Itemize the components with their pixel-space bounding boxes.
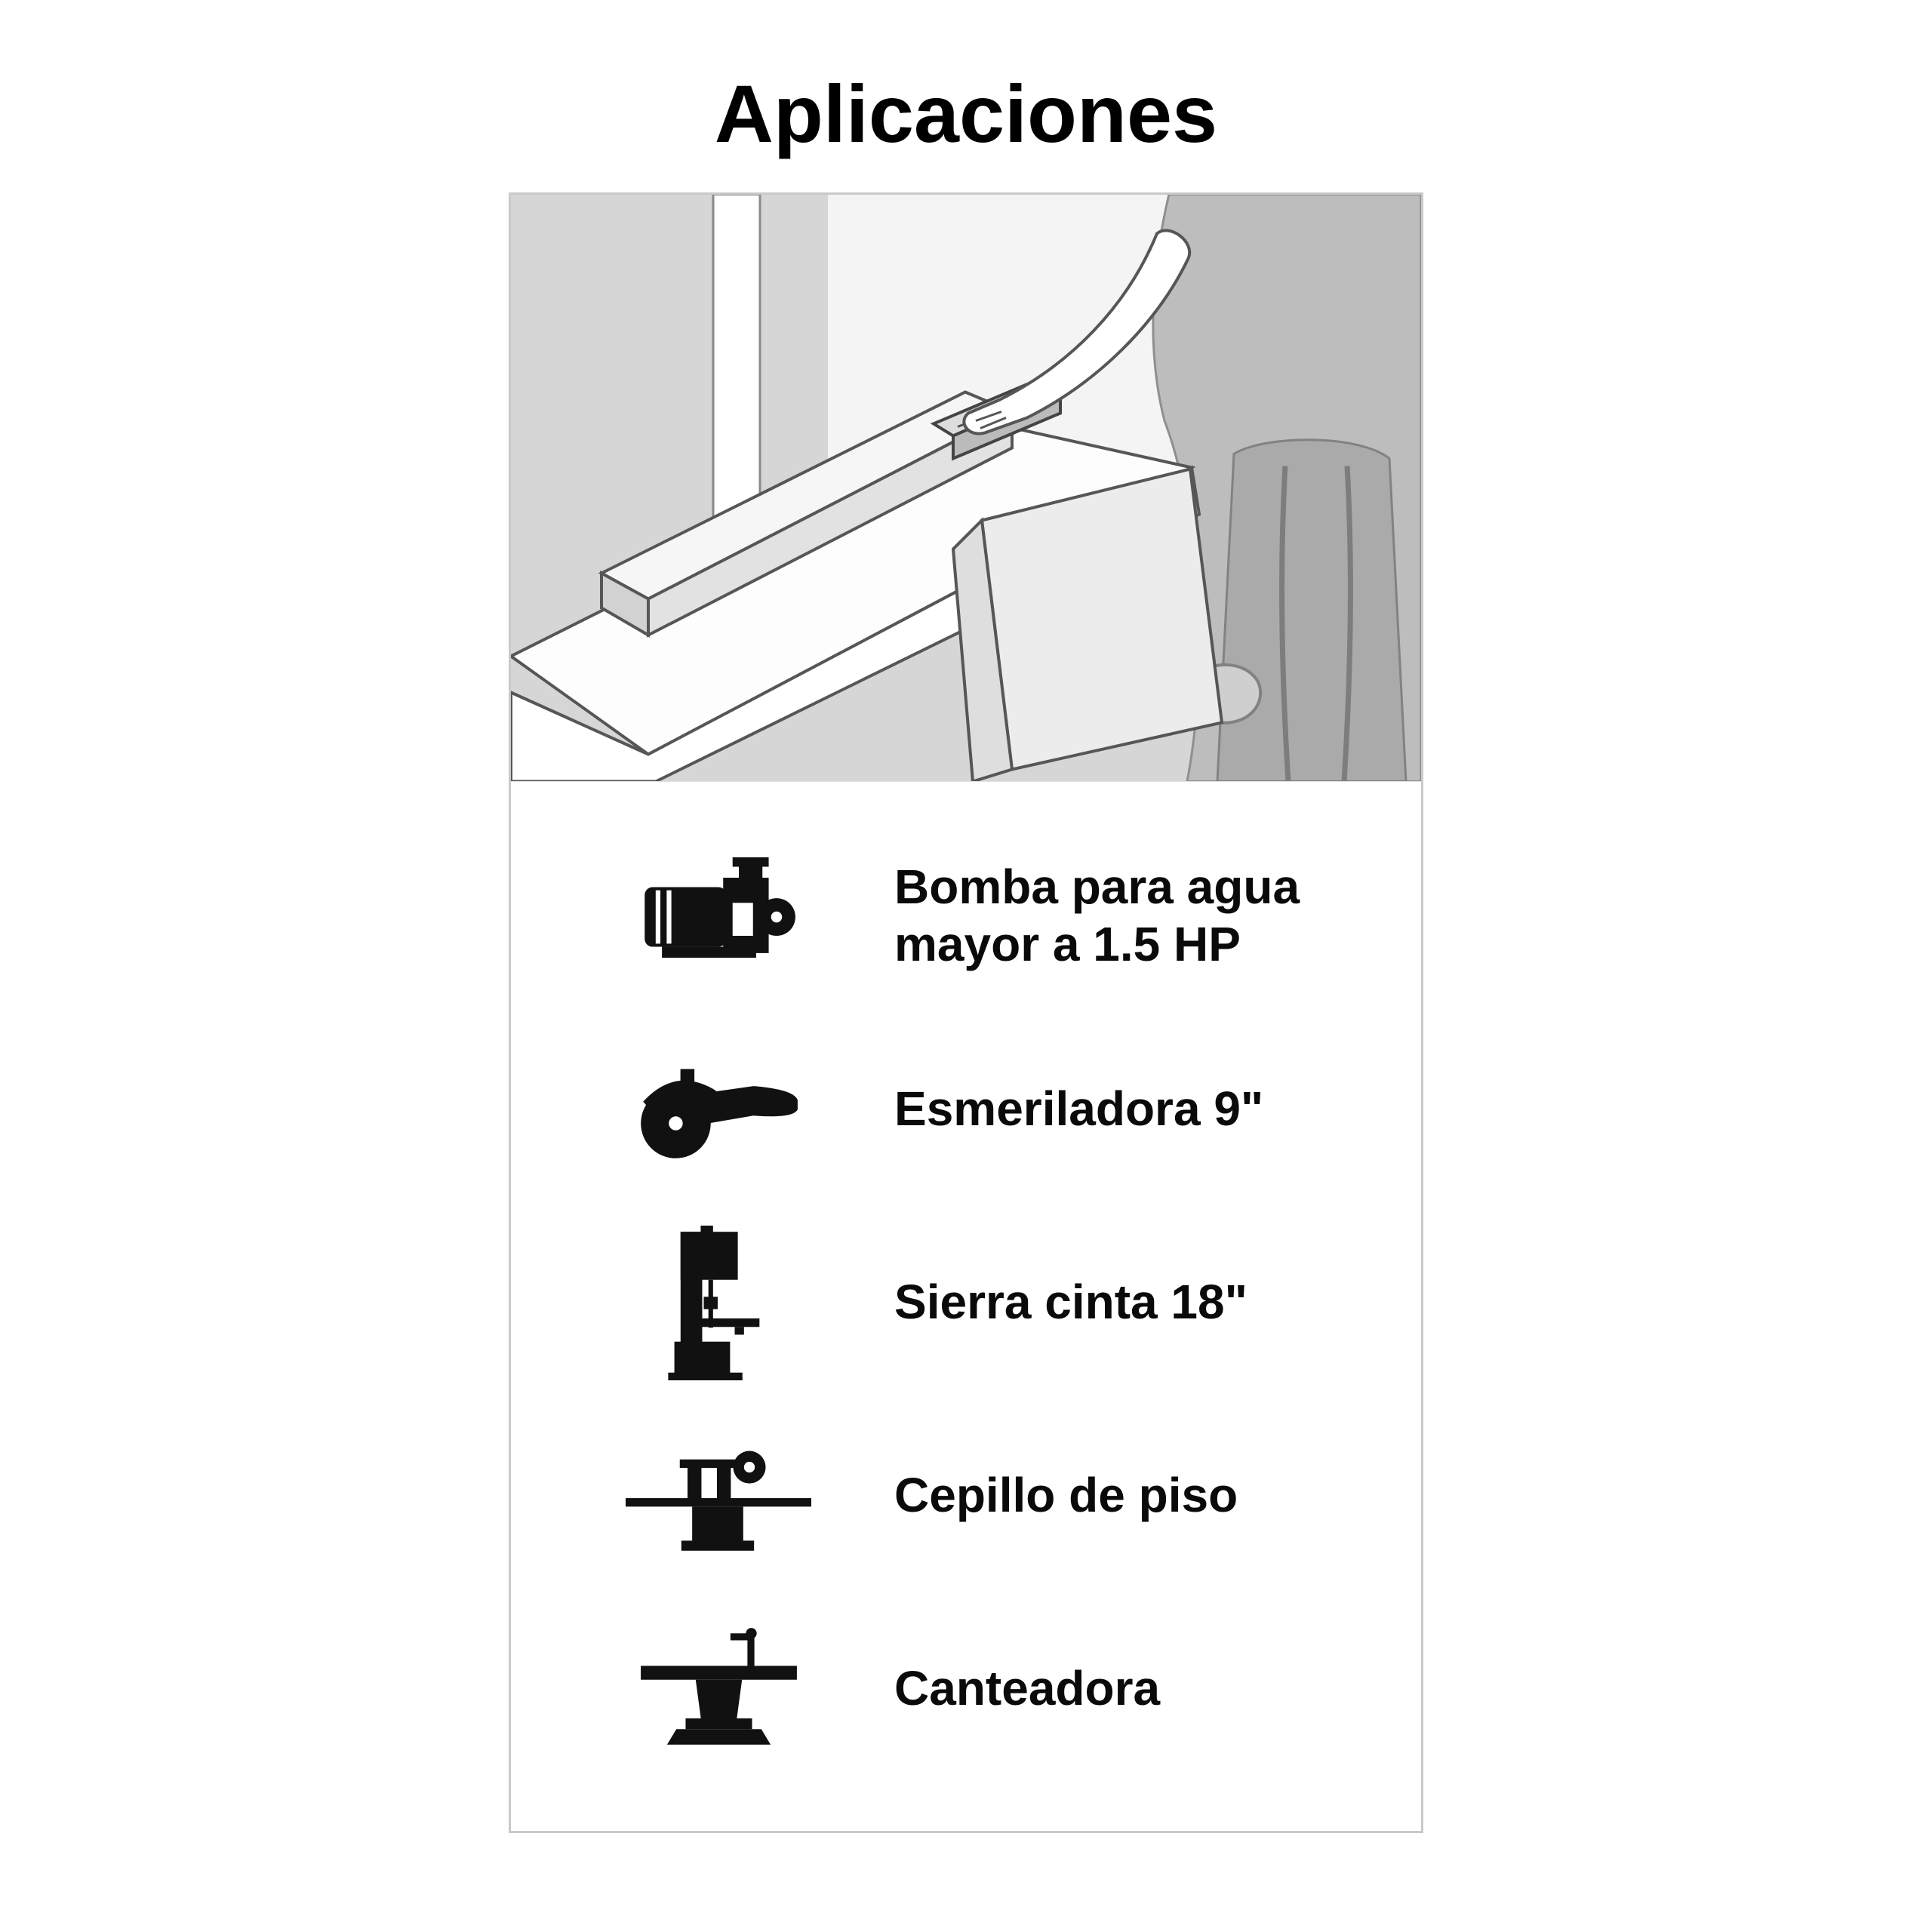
list-item: Bomba para agua mayor a 1.5 HP bbox=[601, 820, 1391, 1013]
jointer-icon bbox=[601, 1627, 835, 1751]
list-item: Cepillo de piso bbox=[601, 1399, 1391, 1592]
applications-panel: Bomba para agua mayor a 1.5 HP Esmerilad… bbox=[509, 192, 1423, 1833]
water-pump-icon bbox=[601, 857, 835, 975]
list-item: Sierra cinta 18" bbox=[601, 1206, 1391, 1399]
application-label: Esmeriladora 9" bbox=[894, 1081, 1264, 1137]
band-saw-icon bbox=[601, 1225, 835, 1380]
application-label: Canteadora bbox=[894, 1661, 1161, 1716]
applications-list: Bomba para agua mayor a 1.5 HP Esmerilad… bbox=[511, 782, 1421, 1831]
application-label: Cepillo de piso bbox=[894, 1468, 1238, 1523]
angle-grinder-icon bbox=[601, 1055, 835, 1164]
jointer-in-use-illustration bbox=[511, 195, 1421, 782]
jointer-scene-graphic bbox=[511, 195, 1421, 781]
application-label: Bomba para agua mayor a 1.5 HP bbox=[894, 860, 1300, 971]
list-item: Canteadora bbox=[601, 1592, 1391, 1786]
floor-planer-icon bbox=[601, 1438, 835, 1554]
page-title: Aplicaciones bbox=[714, 68, 1218, 159]
list-item: Esmeriladora 9" bbox=[601, 1013, 1391, 1206]
application-label: Sierra cinta 18" bbox=[894, 1275, 1247, 1330]
